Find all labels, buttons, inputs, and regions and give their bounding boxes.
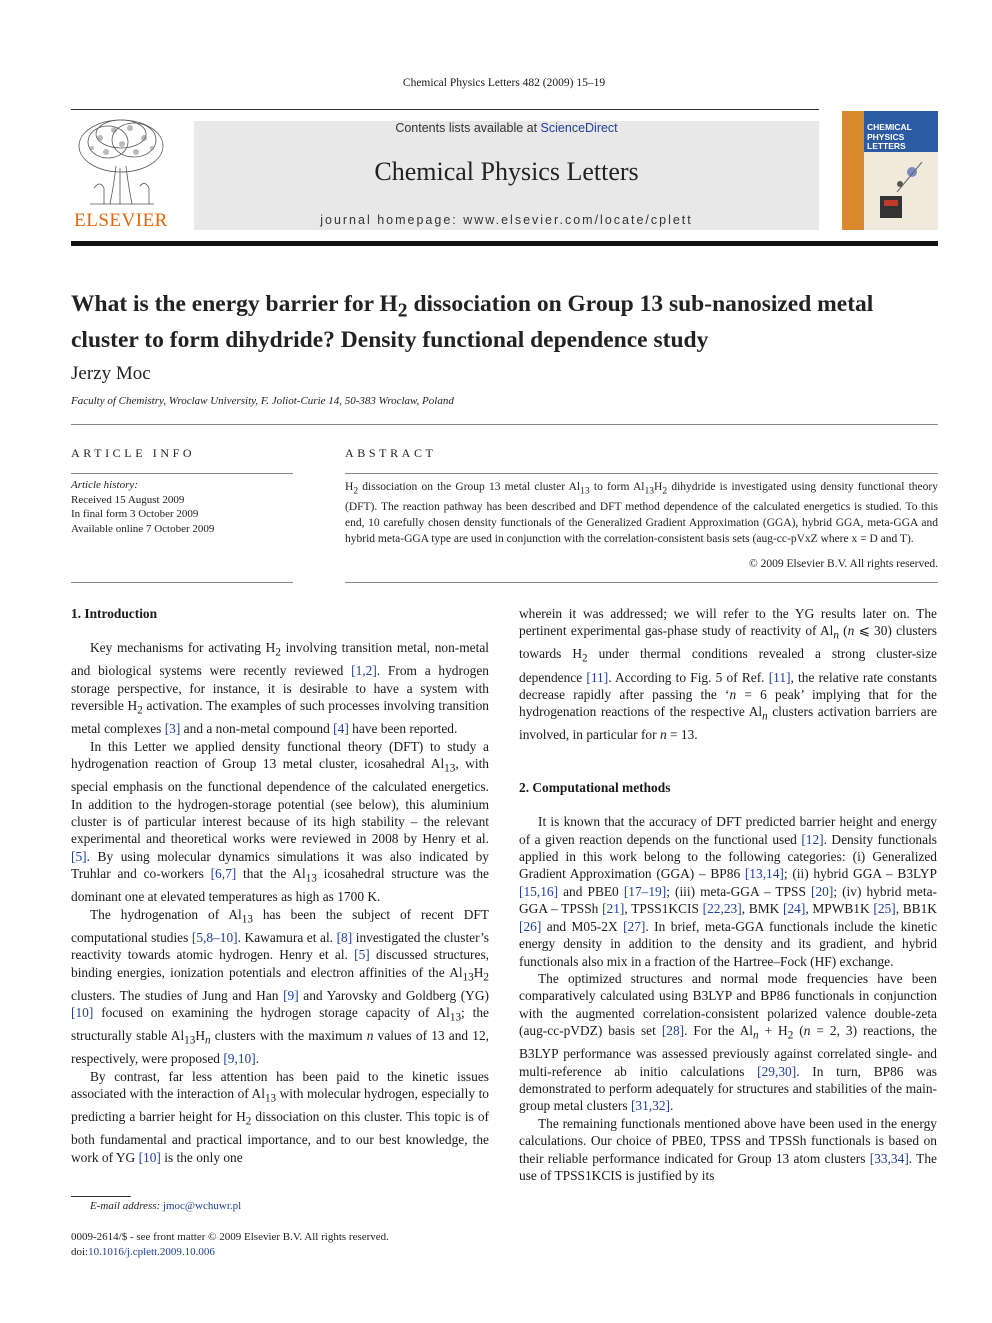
reference-link[interactable]: [12] xyxy=(801,831,824,847)
reference-link[interactable]: [13,14] xyxy=(744,866,784,882)
reference-link[interactable]: [5] xyxy=(71,848,87,864)
reference-link[interactable]: [10] xyxy=(71,1005,94,1021)
reference-link[interactable]: [29,30] xyxy=(757,1063,797,1079)
abstract-bottom-rule xyxy=(345,582,938,583)
abstract-copyright: © 2009 Elsevier B.V. All rights reserved… xyxy=(749,558,938,570)
journal-homepage[interactable]: journal homepage: www.elsevier.com/locat… xyxy=(320,213,693,227)
article-title: What is the energy barrier for H2 dissoc… xyxy=(71,291,874,353)
journal-citation: Chemical Physics Letters 482 (2009) 15–1… xyxy=(402,77,606,89)
paragraph: In this Letter we applied density functi… xyxy=(71,738,489,905)
affiliation-rule xyxy=(71,424,938,425)
cover-title: CHEMICAL PHYSICS LETTERS xyxy=(867,122,912,152)
history-label: Article history: xyxy=(71,479,138,491)
section-heading-introduction: 1. Introduction xyxy=(71,606,158,621)
abstract-rule xyxy=(345,473,938,474)
cover-image-band xyxy=(842,152,938,230)
reference-link[interactable]: [26] xyxy=(519,918,542,934)
cover-title-line: LETTERS xyxy=(867,141,906,151)
reference-link[interactable]: [10] xyxy=(138,1149,161,1165)
reference-link[interactable]: [3] xyxy=(164,721,181,737)
article-info-rule xyxy=(71,473,293,474)
online-date: Available online 7 October 2009 xyxy=(71,522,215,535)
reference-link[interactable]: [21] xyxy=(602,901,625,917)
doi-label: doi: xyxy=(71,1245,89,1258)
reference-link[interactable]: [33,34] xyxy=(869,1150,909,1166)
doi-link[interactable]: 10.1016/j.cplett.2009.10.006 xyxy=(88,1245,215,1258)
doi-line: doi:10.1016/j.cplett.2009.10.006 xyxy=(71,1245,389,1260)
cover-illustration xyxy=(842,152,923,230)
received-date: Received 15 August 2009 xyxy=(71,493,185,506)
reference-link[interactable]: [17–19] xyxy=(623,883,667,899)
article-info-bottom-rule xyxy=(71,582,293,583)
reference-link[interactable]: [1,2] xyxy=(351,663,377,679)
sciencedirect-link[interactable]: ScienceDirect xyxy=(540,121,618,135)
reference-link[interactable]: [8] xyxy=(336,929,353,945)
reference-link[interactable]: [25] xyxy=(873,901,896,917)
cover-title-line: PHYSICS xyxy=(867,131,905,142)
reference-link[interactable]: [5] xyxy=(354,947,370,963)
paragraph: It is known that the accuracy of DFT pre… xyxy=(519,814,938,969)
paragraph: By contrast, far less attention has been… xyxy=(71,1068,490,1165)
reference-link[interactable]: [5,8–10] xyxy=(191,929,238,945)
reference-link[interactable]: [11] xyxy=(586,669,609,685)
reference-link[interactable]: [31,32] xyxy=(630,1098,670,1114)
journal-name: Chemical Physics Letters xyxy=(374,157,639,186)
reference-link[interactable]: [11] xyxy=(768,669,791,685)
contents-prefix: Contents lists available at xyxy=(395,121,541,135)
paragraph: wherein it was addressed; we will refer … xyxy=(519,606,937,743)
article-info-heading: ARTICLE INFO xyxy=(71,446,196,460)
abstract-text: H2 dissociation on the Group 13 metal cl… xyxy=(345,481,938,546)
body-left-column: 1. Introduction Key mechanisms for activ… xyxy=(71,605,489,1166)
section-heading-computational-methods: 2. Computational methods xyxy=(519,779,671,795)
cover-title-line: CHEMICAL xyxy=(867,122,912,132)
issn-line: 0009-2614/$ - see front matter © 2009 El… xyxy=(71,1231,389,1243)
elsevier-tree-logo xyxy=(70,116,172,208)
elsevier-wordmark: ELSEVIER xyxy=(74,210,168,231)
revised-date: In final form 3 October 2009 xyxy=(71,508,199,520)
paragraph: The hydrogenation of Al13 has been the s… xyxy=(71,906,490,1067)
header-rule xyxy=(71,109,819,110)
reference-link[interactable]: [15,16] xyxy=(519,883,559,899)
author-affiliation: Faculty of Chemistry, Wroclaw University… xyxy=(71,395,454,407)
reference-link[interactable]: [20] xyxy=(811,883,834,899)
reference-link[interactable]: [24] xyxy=(783,901,806,917)
article-author: Jerzy Moc xyxy=(71,363,151,384)
email-label: E-mail address: xyxy=(90,1200,161,1212)
journal-masthead: Contents lists available at ScienceDirec… xyxy=(194,121,819,230)
paragraph: The optimized structures and normal mode… xyxy=(519,970,937,1114)
reference-link[interactable]: [6,7] xyxy=(210,866,237,882)
body-right-column: wherein it was addressed; we will refer … xyxy=(519,605,937,1184)
email-link[interactable]: jmoc@wchuwr.pl xyxy=(162,1200,242,1212)
contents-line: Contents lists available at ScienceDirec… xyxy=(194,121,819,135)
reference-link[interactable]: [4] xyxy=(333,721,349,737)
abstract-heading: ABSTRACT xyxy=(345,446,437,460)
footnote-rule xyxy=(71,1196,131,1197)
journal-cover-thumbnail: CHEMICAL PHYSICS LETTERS xyxy=(842,111,938,230)
header-thick-rule xyxy=(71,241,938,246)
email-footnote: E-mail address: jmoc@wchuwr.pl xyxy=(90,1200,241,1212)
paragraph: Key mechanisms for activating H2 involvi… xyxy=(71,640,490,737)
reference-link[interactable]: [22,23] xyxy=(702,901,742,917)
paragraph: The remaining functionals mentioned abov… xyxy=(519,1115,937,1184)
reference-link[interactable]: [9] xyxy=(283,987,299,1003)
article-history: Article history: Received 15 August 2009… xyxy=(71,478,293,536)
reference-link[interactable]: [28] xyxy=(661,1023,685,1039)
reference-link[interactable]: [9,10] xyxy=(223,1051,256,1067)
bottom-info: 0009-2614/$ - see front matter © 2009 El… xyxy=(71,1230,389,1259)
reference-link[interactable]: [27] xyxy=(623,918,646,934)
